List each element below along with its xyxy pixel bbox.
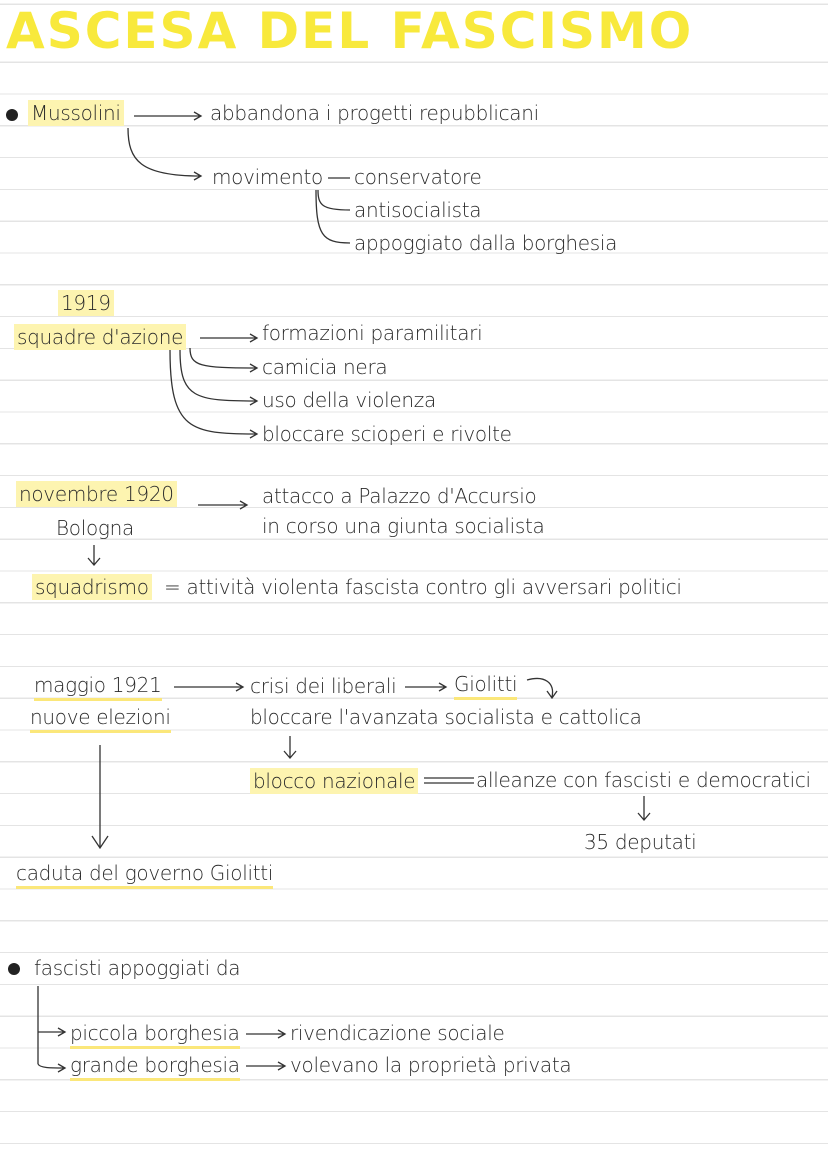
double-line-blocco — [424, 777, 474, 784]
arrow-piccola — [38, 1027, 67, 1037]
arrow-bloccare — [169, 349, 259, 439]
arrow-grande — [37, 1063, 67, 1073]
antisocialista: antisocialista — [354, 198, 482, 222]
giolitti: Giolitti — [454, 671, 518, 700]
bullet-icon — [6, 109, 18, 121]
arrow-grande-vol — [246, 1061, 287, 1071]
arrow-piccola-riv — [246, 1029, 287, 1039]
arrow-bologna-down — [87, 545, 101, 566]
volevano: volevano la proprietà privata — [290, 1053, 572, 1077]
arrow-crisi — [405, 682, 448, 692]
arrow-elezioni-down — [91, 745, 109, 850]
crisi-liberali: crisi dei liberali — [250, 674, 397, 698]
date-maggio-1921: maggio 1921 — [34, 672, 162, 701]
rivendicazione: rivendicazione sociale — [290, 1021, 505, 1045]
connector-appoggiato — [315, 189, 351, 244]
abbandona: abbandona i progetti repubblicani — [210, 101, 539, 125]
connector-antisocialista — [317, 189, 351, 211]
squadrismo: squadrismo — [32, 574, 152, 600]
arrow-mussolini-movimento — [127, 127, 203, 181]
giunta: in corso una giunta socialista — [262, 514, 545, 538]
attacco: attacco a Palazzo d'Accursio — [262, 484, 537, 508]
date-novembre-1920: novembre 1920 — [16, 481, 177, 507]
squadrismo-definition: = attività violenta fascista contro gli … — [164, 575, 682, 599]
page-title: ASCESA DEL FASCISMO — [6, 2, 694, 60]
squadre-azione: squadre d'azione — [14, 324, 187, 350]
item: bloccare scioperi e rivolte — [262, 422, 512, 446]
alleanze: alleanze con fascisti e democratici — [476, 768, 811, 792]
deputati: 35 deputati — [584, 830, 697, 854]
item: camicia nera — [262, 355, 388, 379]
bullet-icon — [8, 963, 20, 975]
caduta-governo: caduta del governo Giolitti — [16, 860, 273, 889]
arrow-alleanze-down — [637, 796, 651, 821]
year-1919: 1919 — [58, 290, 114, 316]
arrow-bloccare-down — [283, 736, 297, 759]
piccola-borghesia: piccola borghesia — [70, 1020, 240, 1049]
conservatore: conservatore — [354, 165, 482, 189]
curved-arrow-giolitti — [526, 677, 558, 700]
mussolini: Mussolini — [28, 100, 124, 126]
arrow-novembre — [198, 500, 249, 510]
bloccare-avanzata: bloccare l'avanzata socialista e cattoli… — [250, 705, 642, 729]
arrow-formazioni — [200, 333, 259, 343]
arrow-mussolini-abbandona — [134, 111, 203, 121]
nuove-elezioni: nuove elezioni — [30, 704, 171, 733]
arrow-camicia — [189, 347, 259, 373]
blocco-nazionale: blocco nazionale — [250, 768, 419, 794]
item: uso della violenza — [262, 388, 436, 412]
item: formazioni paramilitari — [262, 321, 483, 345]
arrow-maggio — [174, 682, 245, 692]
movimento: movimento — [212, 165, 323, 189]
appoggiato: appoggiato dalla borghesia — [354, 231, 618, 255]
grande-borghesia: grande borghesia — [70, 1052, 240, 1081]
arrow-violenza — [179, 349, 259, 406]
city-bologna: Bologna — [56, 516, 134, 540]
fascisti-appoggiati: fascisti appoggiati da — [34, 956, 241, 980]
